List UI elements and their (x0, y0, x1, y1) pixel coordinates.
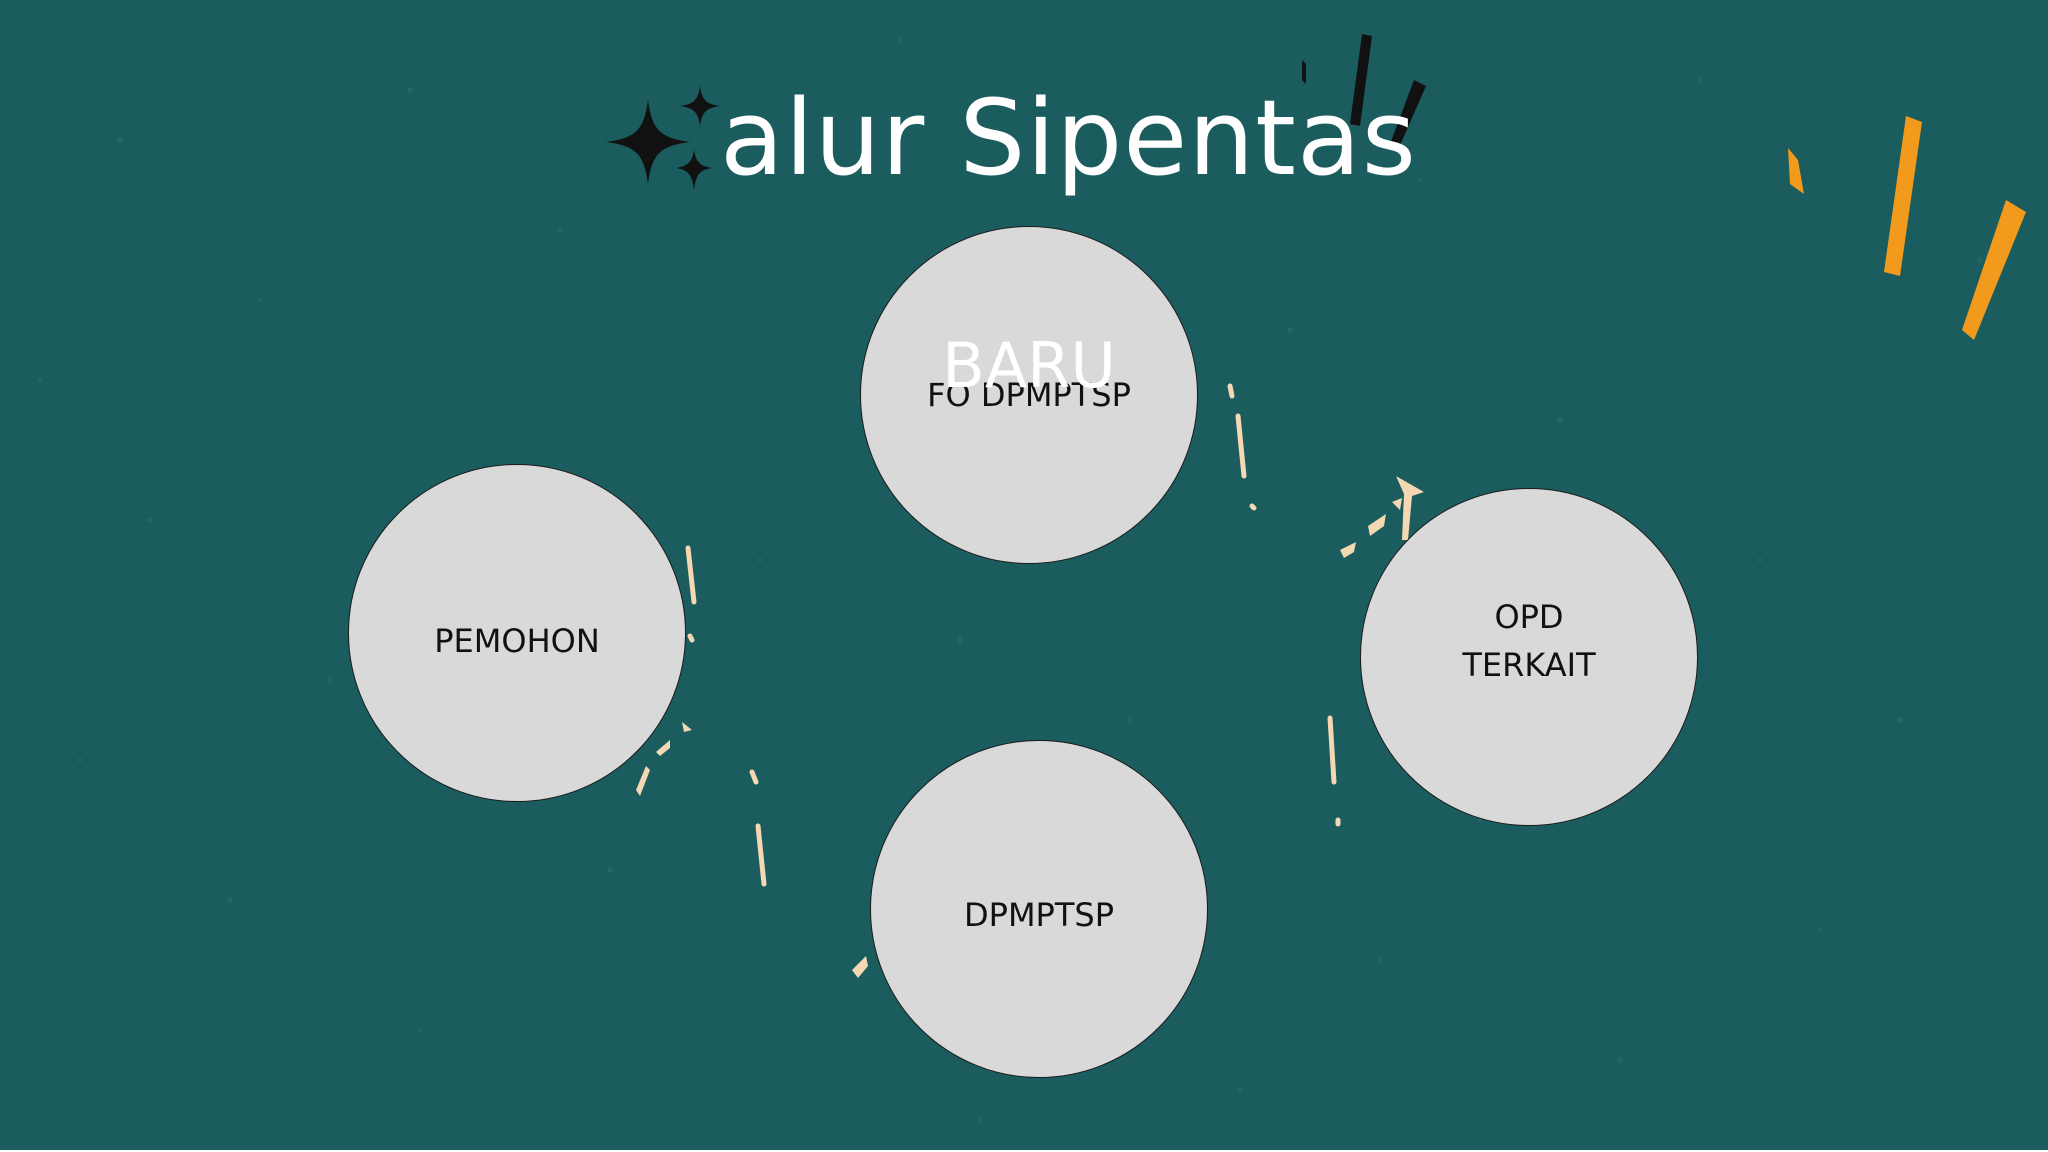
node-opd-terkait: OPD TERKAIT (1360, 488, 1698, 826)
node-dpmptsp-label: DPMPTSP (964, 896, 1114, 934)
node-dpmptsp: DPMPTSP (870, 740, 1208, 1078)
page-title: alur Sipentas (720, 77, 1417, 199)
node-opd-terkait-label: OPD TERKAIT (1462, 598, 1596, 684)
bottom-strip (0, 1150, 2048, 1152)
node-fo-dpmptsp: FO DPMPTSP BARU (860, 226, 1198, 564)
node-fo-dpmptsp-overlay: BARU (942, 329, 1116, 402)
node-fo-dpmptsp-label: FO DPMPTSP (927, 376, 1131, 414)
node-pemohon: PEMOHON (348, 464, 686, 802)
node-pemohon-label: PEMOHON (434, 622, 600, 660)
